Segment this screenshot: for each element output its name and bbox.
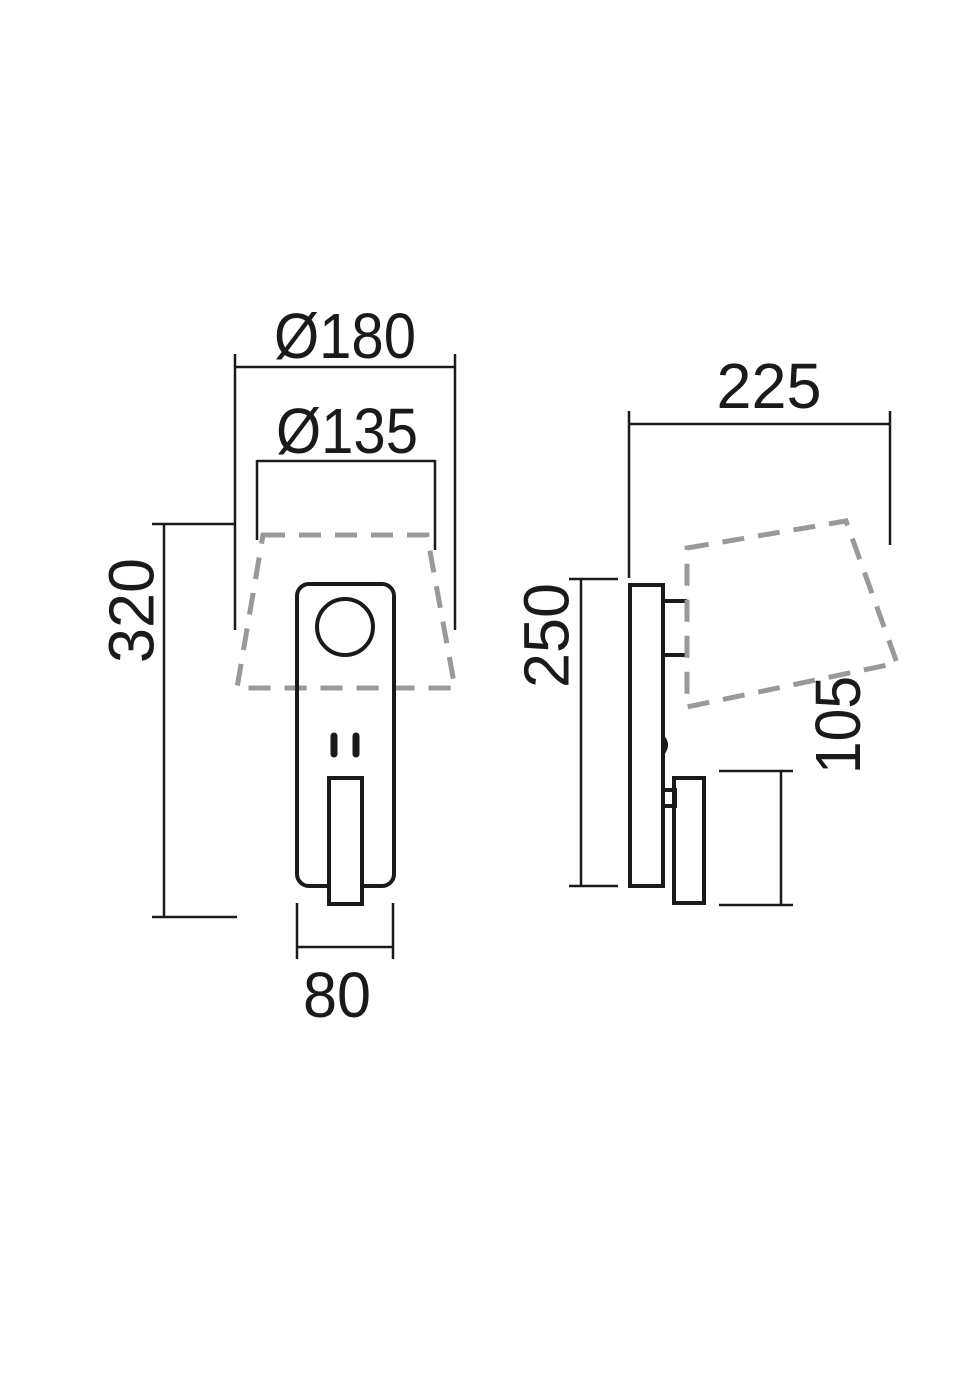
wall-plate-side <box>628 583 665 888</box>
side-view: 225 250 105 <box>511 350 901 907</box>
touch-switch-icon <box>315 597 375 657</box>
label-reading-arm-height: 105 <box>802 676 874 774</box>
label-shade-outer-diameter: Ø180 <box>274 300 416 372</box>
reading-light-arm-side <box>672 776 706 905</box>
reading-light-arm <box>327 776 364 906</box>
dimension-body-width: 80 <box>295 903 395 1031</box>
dimension-shade-inner-diameter: Ø135 <box>255 395 437 550</box>
label-total-height: 320 <box>96 558 168 663</box>
front-view: Ø180 Ø135 320 <box>96 300 458 1031</box>
dimension-shade-outer-diameter: Ø180 <box>233 300 457 630</box>
dimension-total-height: 320 <box>96 522 237 919</box>
lampshade-outline <box>234 532 458 691</box>
label-total-projection: 225 <box>717 350 822 422</box>
lampshade-outline-side <box>684 518 901 711</box>
label-body-height: 250 <box>511 583 583 688</box>
dimension-body-height: 250 <box>511 577 618 888</box>
label-shade-inner-diameter: Ø135 <box>276 395 418 467</box>
label-body-width: 80 <box>303 959 371 1031</box>
dimension-total-projection: 225 <box>627 350 892 578</box>
lamp-body-front <box>295 582 396 906</box>
dimension-reading-arm-height: 105 <box>719 676 874 907</box>
